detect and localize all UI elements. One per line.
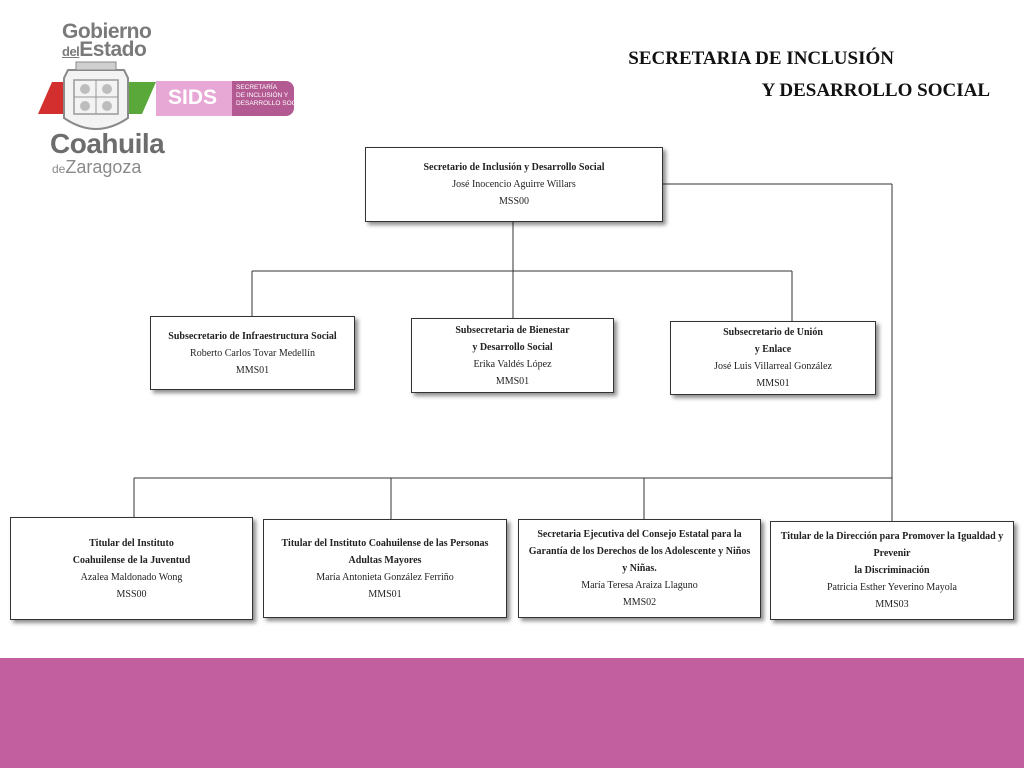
org-role: Titular del Instituto Coahuilense de las… (281, 537, 489, 566)
footer-band (0, 658, 1024, 768)
org-code: MMS01 (495, 375, 530, 387)
org-role: Secretario de Inclusión y Desarrollo Soc… (423, 162, 605, 173)
org-role: Subsecretario de Unión y Enlace (723, 327, 823, 355)
org-box-subsecretaria-bienestar: Subsecretaria de Bienestar y Desarrollo … (411, 318, 614, 393)
org-name: Erika Valdés López (473, 358, 552, 370)
sids-subtitle: SECRETARÍA DE INCLUSIÓN Y DESARROLLO SOC… (236, 84, 307, 107)
org-box-instituto-juventud: Titular del Instituto Coahuilense de la … (10, 517, 253, 620)
logo-coahuila-text: Coahuila (50, 128, 165, 159)
sids-logo: SIDS SECRETARÍA DE INCLUSIÓN Y DESARROLL… (156, 81, 307, 116)
org-box-direccion-igualdad: Titular de la Dirección para Promover la… (770, 521, 1014, 620)
coat-of-arms-icon (63, 61, 129, 130)
org-name: María Teresa Araiza Llaguno (581, 580, 698, 591)
org-role: Subsecretaria de Bienestar y Desarrollo … (455, 324, 570, 353)
org-code: MMS01 (368, 588, 402, 600)
org-role: Secretaria Ejecutiva del Consejo Estatal… (528, 529, 751, 574)
logo-zaragoza-text: deZaragoza (52, 157, 142, 177)
org-connectors (133, 183, 893, 521)
page-title-line2: Y DESARROLLO SOCIAL (761, 80, 990, 101)
org-role: Titular del Instituto Coahuilense de la … (72, 537, 191, 566)
org-box-consejo-estatal: Secretaria Ejecutiva del Consejo Estatal… (518, 519, 761, 618)
org-box-subsecretario-infraestructura: Subsecretario de Infraestructura Social … (150, 316, 355, 390)
org-role: Subsecretario de Infraestructura Social (168, 330, 337, 342)
org-code: MMS03 (875, 599, 909, 610)
org-box-secretario: Secretario de Inclusión y Desarrollo Soc… (365, 147, 663, 222)
org-name: José Luis Villarreal González (714, 361, 832, 372)
org-name: Azalea Maldonado Wong (80, 571, 183, 583)
org-role: Titular de la Dirección para Promover la… (780, 531, 1004, 576)
org-code: MMS01 (756, 378, 790, 389)
org-name: Roberto Carlos Tovar Medellín (190, 347, 315, 359)
org-name: Patricia Esther Yeverino Mayola (827, 582, 957, 593)
sids-pill (156, 81, 232, 116)
org-box-instituto-adultos-mayores: Titular del Instituto Coahuilense de las… (263, 519, 507, 618)
org-code: MMS02 (622, 597, 657, 608)
logo-gobierno-text: Gobierno (62, 20, 152, 43)
org-code: MSS00 (498, 196, 529, 207)
org-name: María Antonieta González Ferriño (316, 571, 454, 583)
logo-estado-text: delEstado (62, 38, 147, 61)
page-title-line1: SECRETARIA DE INCLUSIÓN (628, 48, 894, 69)
org-code: MMS01 (235, 364, 270, 376)
org-box-subsecretario-union: Subsecretario de Unión y Enlace José Lui… (670, 321, 876, 395)
sids-label: SIDS (168, 86, 218, 109)
org-code: MSS00 (116, 588, 147, 600)
sids-right-panel (232, 81, 294, 116)
org-name: José Inocencio Aguirre Willars (452, 179, 576, 190)
